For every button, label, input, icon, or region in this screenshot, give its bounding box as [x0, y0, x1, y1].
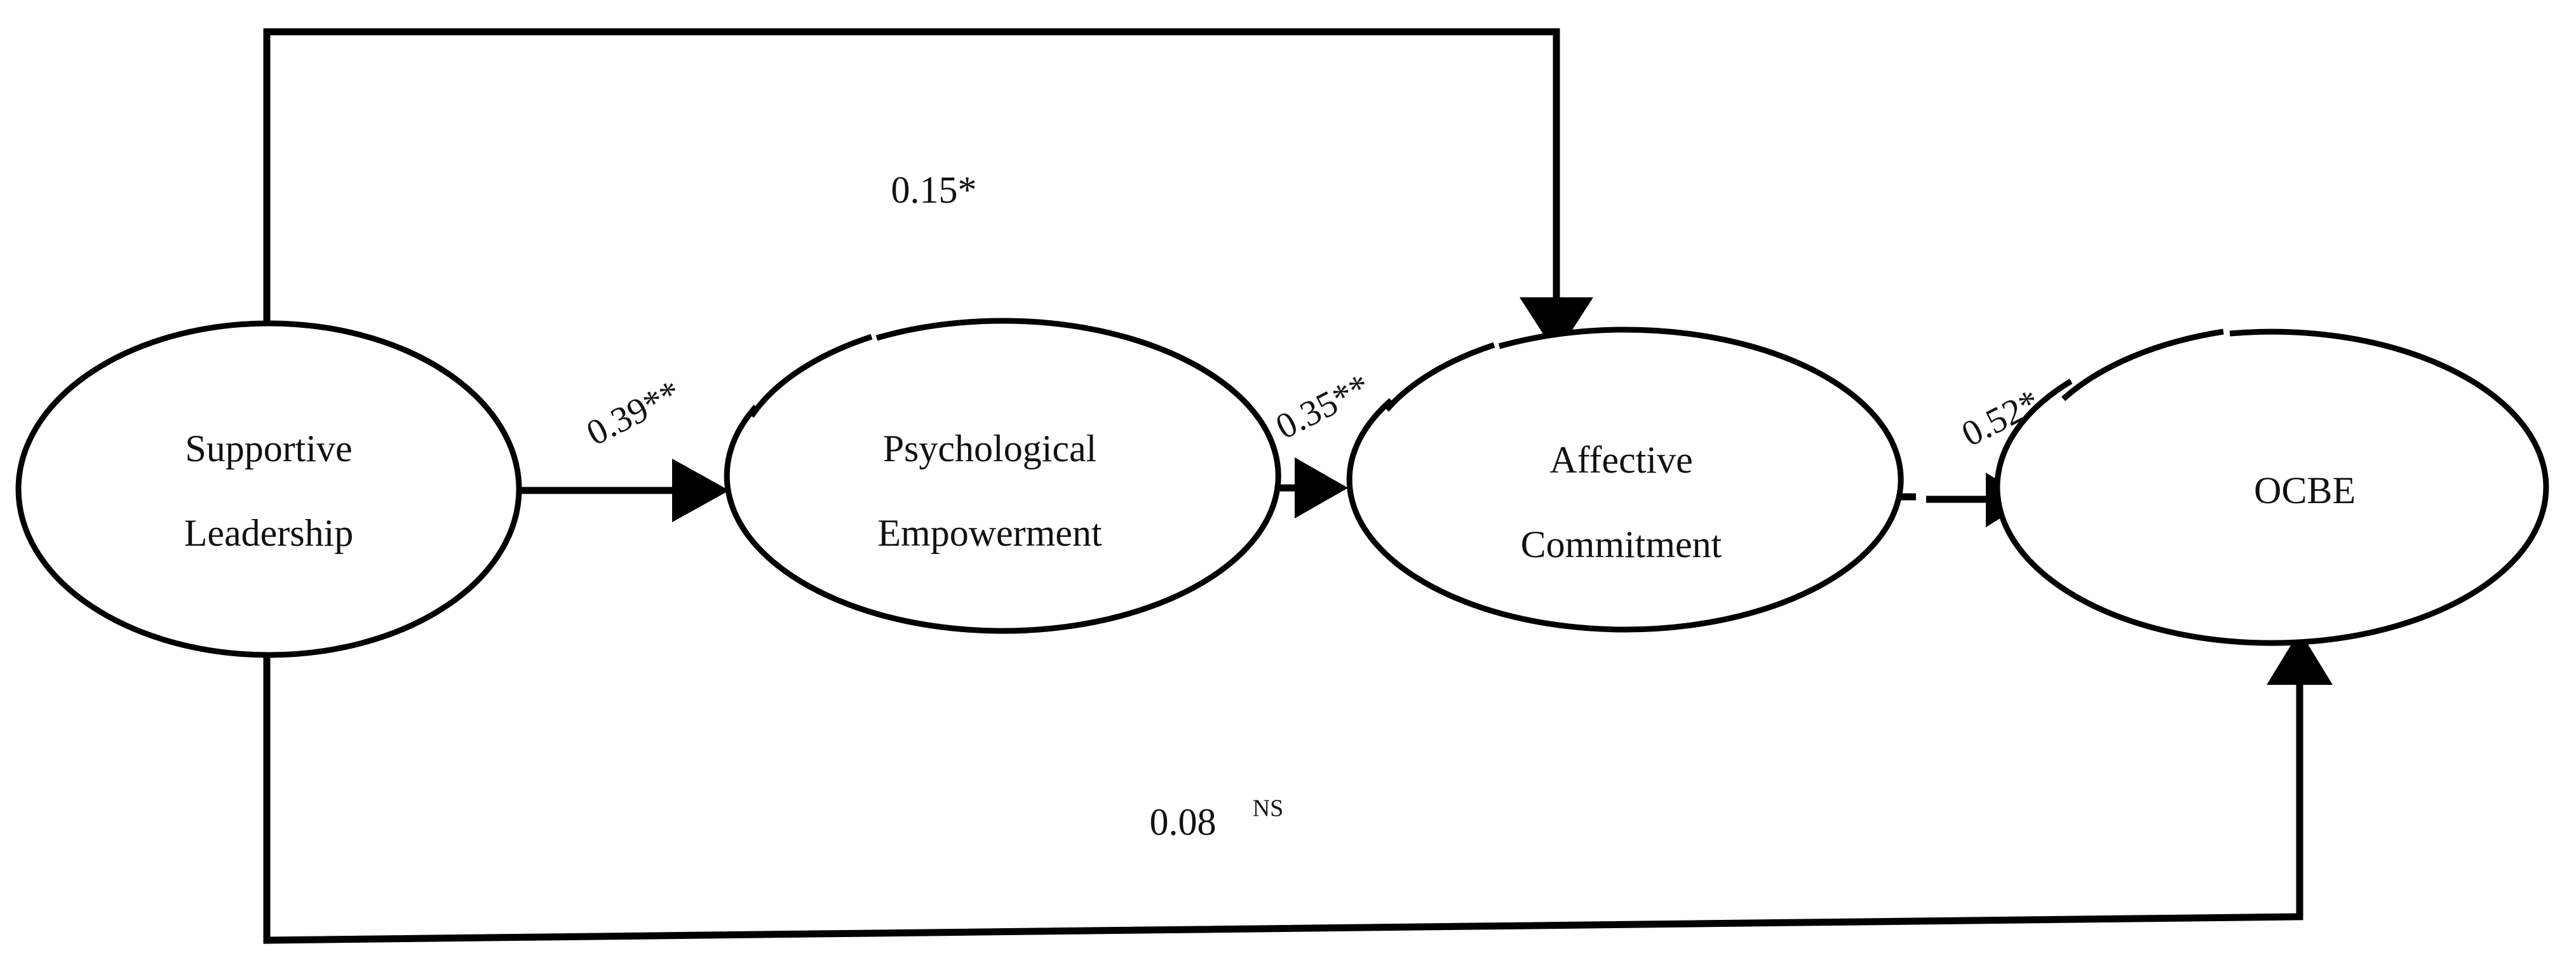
affective-commitment-line1: Affective	[1549, 439, 1692, 481]
node-psychological-empowerment-ellipse[interactable]	[724, 318, 1281, 634]
supportive-leadership-line1: Supportive	[185, 428, 352, 469]
edge-sl-to-ocbe-bottom-line	[263, 654, 2303, 944]
node-affective-commitment-ellipse[interactable]	[1346, 327, 1904, 633]
psychological-empowerment-line2: Empowerment	[877, 512, 1102, 554]
coef-label-bottom-value: 0.08	[1150, 801, 1217, 843]
psychological-empowerment-line1: Psychological	[883, 428, 1097, 469]
node-psychological-empowerment-label: Psychological Empowerment	[877, 428, 1102, 554]
arrowhead-into-affective-commitment-side	[1295, 457, 1348, 518]
edge-sl-to-pe	[520, 459, 729, 522]
ocbe-line1: OCBE	[2254, 469, 2356, 511]
arrowhead-into-psychological-empowerment	[672, 459, 729, 522]
node-supportive-leadership-ellipse[interactable]	[15, 320, 522, 658]
edge-sl-to-ocbe-bottom	[263, 631, 2333, 944]
arrowhead-into-affective-commitment-top	[1520, 297, 1593, 354]
coef-label-sl-to-ocbe-bottom: 0.08 NS	[1150, 795, 1284, 843]
affective-commitment-line2: Commitment	[1521, 523, 1722, 565]
node-ocbe-label: OCBE	[2254, 469, 2356, 511]
edge-sl-to-ac-top-line	[263, 28, 1560, 323]
arrowhead-into-ocbe-bottom	[2267, 631, 2333, 685]
coef-label-sl-to-ac-top: 0.15*	[891, 169, 977, 211]
node-ocbe-ellipse[interactable]	[1994, 328, 2549, 646]
node-affective-commitment-label: Affective Commitment	[1521, 439, 1722, 565]
edge-sl-to-ac-top	[263, 28, 1593, 354]
coef-label-sl-to-pe: 0.39**	[580, 373, 687, 454]
node-supportive-leadership-label: Supportive Leadership	[184, 428, 354, 554]
coef-label-bottom-superscript: NS	[1253, 795, 1284, 822]
supportive-leadership-line2: Leadership	[184, 512, 354, 554]
